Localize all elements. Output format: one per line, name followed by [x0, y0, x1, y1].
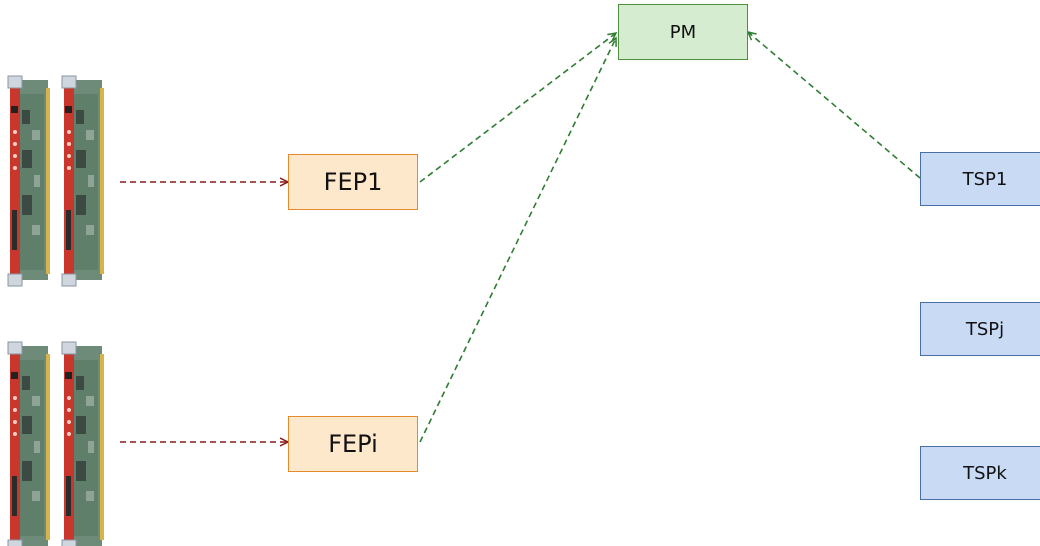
arrow-tsp1-to-pm [748, 32, 921, 179]
electronics-board-icon [7, 75, 51, 287]
tspj-node: TSPj [920, 302, 1040, 356]
fepi-node: FEPi [288, 416, 418, 472]
electronics-board-icon [7, 341, 51, 546]
tspk-node: TSPk [920, 446, 1040, 500]
fepi-label: FEPi [328, 430, 378, 458]
electronics-board-icon [61, 75, 105, 287]
tspk-label: TSPk [963, 462, 1007, 484]
tspj-label: TSPj [965, 318, 1005, 340]
arrow-fep1-to-pm [419, 33, 616, 183]
tsp1-label: TSP1 [962, 168, 1008, 190]
fep1-node: FEP1 [288, 154, 418, 210]
arrow-fepi-to-pm [419, 38, 616, 443]
pm-node: PM [618, 4, 748, 60]
tsp1-node: TSP1 [920, 152, 1040, 206]
pm-label: PM [669, 21, 697, 43]
fep1-label: FEP1 [323, 168, 383, 196]
electronics-board-icon [61, 341, 105, 546]
